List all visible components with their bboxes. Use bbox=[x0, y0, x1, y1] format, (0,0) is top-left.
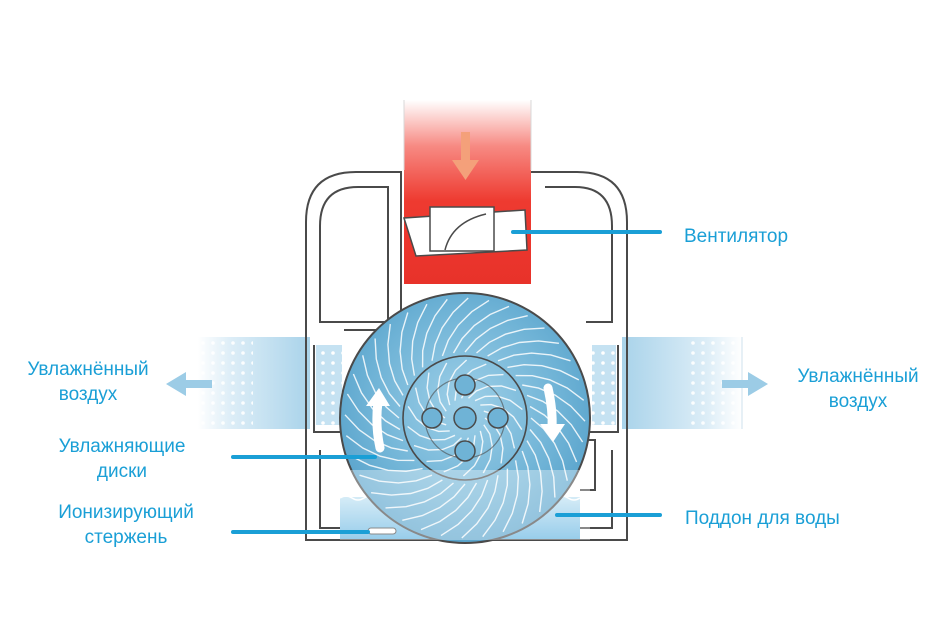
left-outflow-arrow-icon bbox=[166, 372, 212, 396]
disc-vane bbox=[437, 362, 448, 412]
disc-vane bbox=[413, 437, 462, 451]
disc-vane bbox=[526, 394, 584, 443]
disc-vane bbox=[476, 327, 545, 354]
disc-vane bbox=[359, 474, 433, 484]
top-airflow bbox=[404, 100, 531, 284]
disc-vane bbox=[387, 324, 404, 396]
housing bbox=[305, 171, 628, 541]
disc-vane bbox=[441, 299, 490, 357]
disc-vane bbox=[446, 359, 468, 406]
rod-label: Ионизирующий стержень bbox=[20, 500, 232, 550]
disc-vane bbox=[374, 338, 401, 407]
tray-label: Поддон для воды bbox=[685, 508, 840, 529]
disc-vane bbox=[407, 425, 456, 441]
disc-vane bbox=[482, 424, 493, 474]
rod-label-line2: стержень bbox=[84, 527, 168, 548]
disc-vane bbox=[452, 305, 510, 354]
discs-label-line1: Увлажняющие bbox=[58, 436, 186, 457]
rotation-arrow-down-icon bbox=[540, 383, 565, 442]
fan-label: Вентилятор bbox=[684, 226, 789, 247]
disc-vane bbox=[474, 395, 523, 411]
disc-vane bbox=[420, 482, 478, 531]
disc-vane bbox=[440, 479, 489, 537]
right-air-label-line2: воздух bbox=[828, 391, 888, 412]
disc-vane bbox=[371, 479, 443, 496]
disc-vane bbox=[468, 385, 517, 399]
disc-vane bbox=[402, 483, 466, 521]
disc-vane bbox=[464, 315, 528, 353]
left-air-label-line2: воздух bbox=[58, 384, 118, 405]
disc-vane bbox=[521, 450, 531, 524]
right-air-label-line1: Увлажнённый bbox=[797, 366, 919, 387]
disc-vane bbox=[352, 373, 401, 431]
disc-vane bbox=[487, 340, 559, 357]
disc-vane bbox=[530, 417, 568, 481]
fan-icon bbox=[402, 206, 528, 257]
disc-vane bbox=[526, 440, 543, 512]
disc-vane bbox=[497, 352, 571, 362]
disc-vane bbox=[507, 363, 580, 381]
left-air-label: Увлажнённый воздух bbox=[8, 357, 168, 407]
disc-vane bbox=[385, 482, 454, 509]
disc-vane bbox=[431, 297, 469, 361]
disc-vane bbox=[346, 393, 404, 442]
disc-vane bbox=[399, 312, 409, 386]
disc-vane bbox=[461, 475, 499, 539]
right-air-label: Увлажнённый воздух bbox=[772, 364, 944, 414]
down-arrow-icon bbox=[452, 132, 479, 180]
rod-label-line1: Ионизирующий bbox=[58, 502, 194, 523]
disc-vane bbox=[482, 468, 509, 538]
rotation-arrow-up-icon bbox=[366, 388, 390, 453]
right-outflow-arrow-icon bbox=[722, 372, 768, 396]
left-air-label-line1: Увлажнённый bbox=[27, 359, 149, 380]
discs-label-line2: диски bbox=[96, 461, 148, 482]
disc-vane bbox=[410, 303, 428, 376]
disc-vane bbox=[502, 460, 520, 533]
disc-vane bbox=[515, 374, 585, 401]
disc-vane bbox=[350, 455, 423, 473]
disc-vane bbox=[522, 384, 586, 422]
disc-vane bbox=[462, 430, 484, 477]
disc-vane bbox=[345, 435, 415, 462]
disc-vane bbox=[362, 355, 400, 419]
discs-label: Увлажняющие диски bbox=[22, 434, 222, 484]
humidifying-discs bbox=[339, 292, 591, 544]
disc-vane bbox=[421, 298, 448, 368]
disc-vane bbox=[529, 429, 556, 498]
